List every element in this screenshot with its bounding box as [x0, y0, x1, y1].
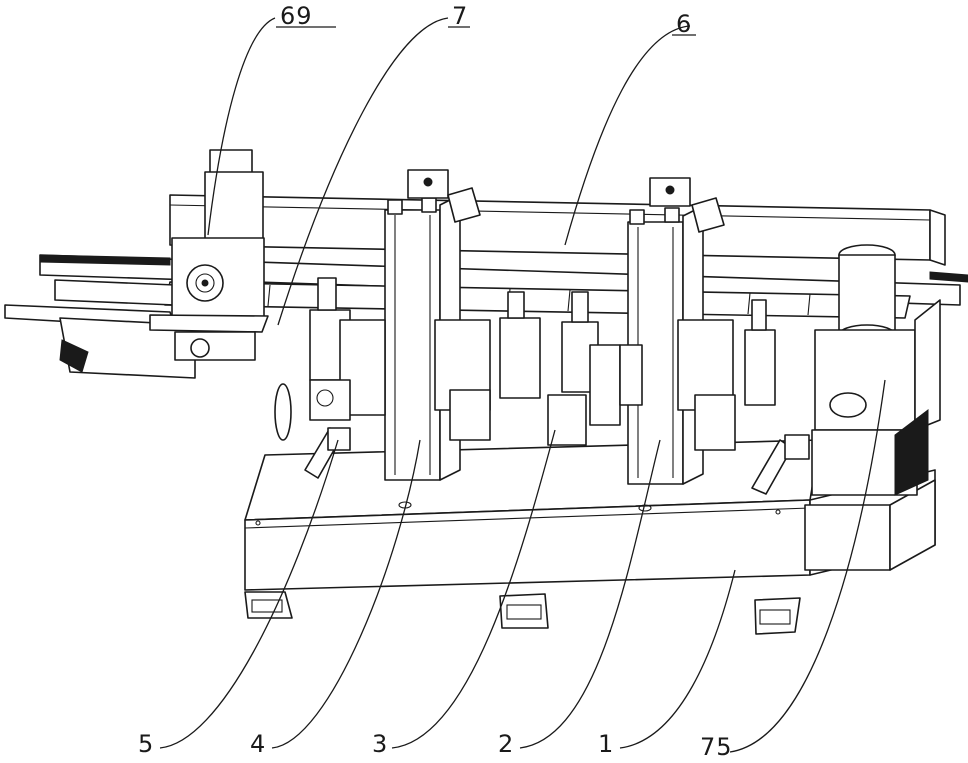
callout-4: 4 [250, 730, 266, 758]
callout-3: 3 [372, 730, 388, 758]
callout-2: 2 [498, 730, 514, 758]
callout-6: 6 [676, 10, 692, 38]
callout-75: 75 [700, 733, 733, 761]
left-head [150, 150, 268, 360]
callout-69: 69 [280, 2, 313, 30]
callout-5: 5 [138, 730, 154, 758]
callout-1: 1 [598, 730, 614, 758]
callout-7: 7 [452, 2, 468, 30]
leader-1 [620, 570, 735, 748]
rear-beam [170, 195, 945, 265]
